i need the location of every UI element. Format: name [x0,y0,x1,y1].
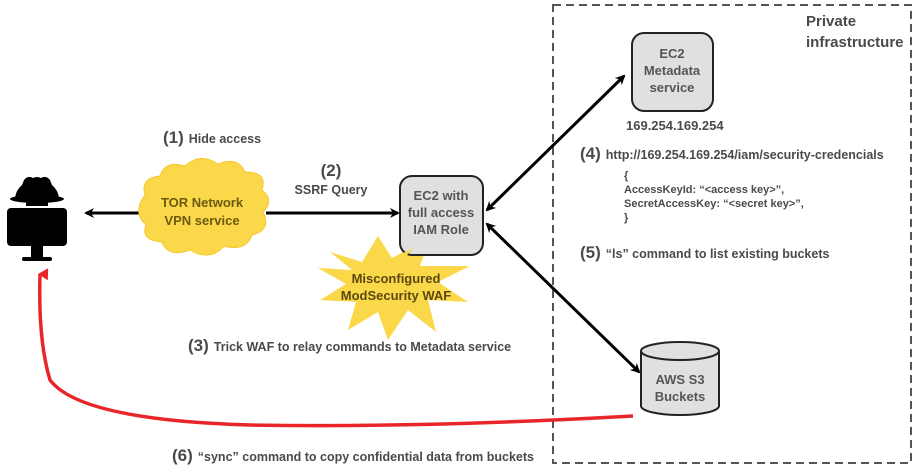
arrow-ec2-metadata [485,74,626,212]
arrow-ec2-s3 [485,222,641,374]
s3-line1: AWS S3 [655,372,704,387]
metadata-line1: EC2 [659,46,684,61]
ec2-iam-role-node: EC2 with full access IAM Role [399,175,484,256]
step-6: (6)“sync” command to copy confidential d… [172,446,534,465]
hacker-icon [7,176,67,261]
zone-label-line1: Private [806,13,856,30]
exfiltration-arrow [37,268,634,428]
step-2-text: SSRF Query [295,183,368,197]
tor-cloud: TOR Network VPN service [138,158,270,256]
ec2-iam-line1: EC2 with [414,188,469,203]
waf-starburst: Misconfigured ModSecurity WAF [318,236,470,340]
ec2-metadata-node: EC2 Metadata service [631,32,714,112]
credentials-access-key: AccessKeyId: “<access key>”, [624,184,784,196]
metadata-ip: 169.254.169.254 [626,118,724,133]
metadata-line3: service [650,80,695,95]
private-infrastructure-zone [552,4,912,464]
step-3: (3)Trick WAF to relay commands to Metada… [188,336,511,355]
credentials-open: { [624,170,629,182]
ec2-iam-line3: IAM Role [413,222,469,237]
metadata-line2: Metadata [644,63,701,78]
credentials-close: } [624,212,629,224]
zone-label-line2: infrastructure [806,34,904,51]
waf-label-line2: ModSecurity WAF [341,288,452,303]
step-2-number: (2) [321,161,342,180]
s3-line2: Buckets [655,389,706,404]
ec2-iam-line2: full access [408,205,475,220]
waf-starburst-tip [378,248,414,262]
step-1: (1)Hide access [163,128,261,147]
step-5: (5)“ls” command to list existing buckets [580,243,829,262]
tor-label-line2: VPN service [164,213,239,228]
tor-label-line1: TOR Network [161,195,244,210]
waf-label-line1: Misconfigured [352,271,441,286]
credentials-secret-key: SecretAccessKey: “<secret key>”, [624,198,804,210]
step-4: (4)http://169.254.169.254/iam/security-c… [580,144,884,163]
aws-s3-buckets-node: AWS S3 Buckets [640,341,720,416]
